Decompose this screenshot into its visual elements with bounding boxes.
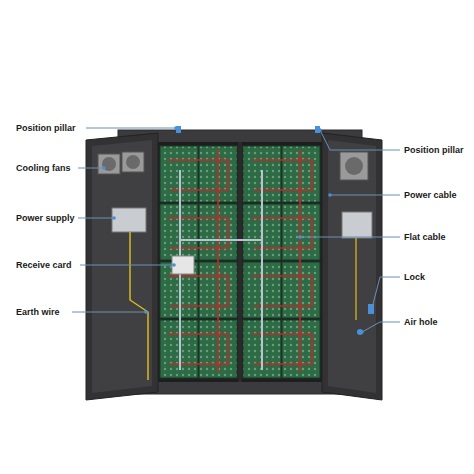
part-label: Air hole	[404, 317, 438, 328]
part-label: Position pillar	[404, 145, 464, 156]
part-label: Receive card	[16, 260, 72, 271]
part-label: Power supply	[16, 213, 75, 224]
part-label: Lock	[404, 272, 425, 283]
part-label: Power cable	[404, 190, 457, 201]
part-label: Flat cable	[404, 232, 446, 243]
part-label: Earth wire	[16, 307, 60, 318]
part-label: Position pillar	[16, 123, 76, 134]
part-label: Cooling fans	[16, 163, 71, 174]
